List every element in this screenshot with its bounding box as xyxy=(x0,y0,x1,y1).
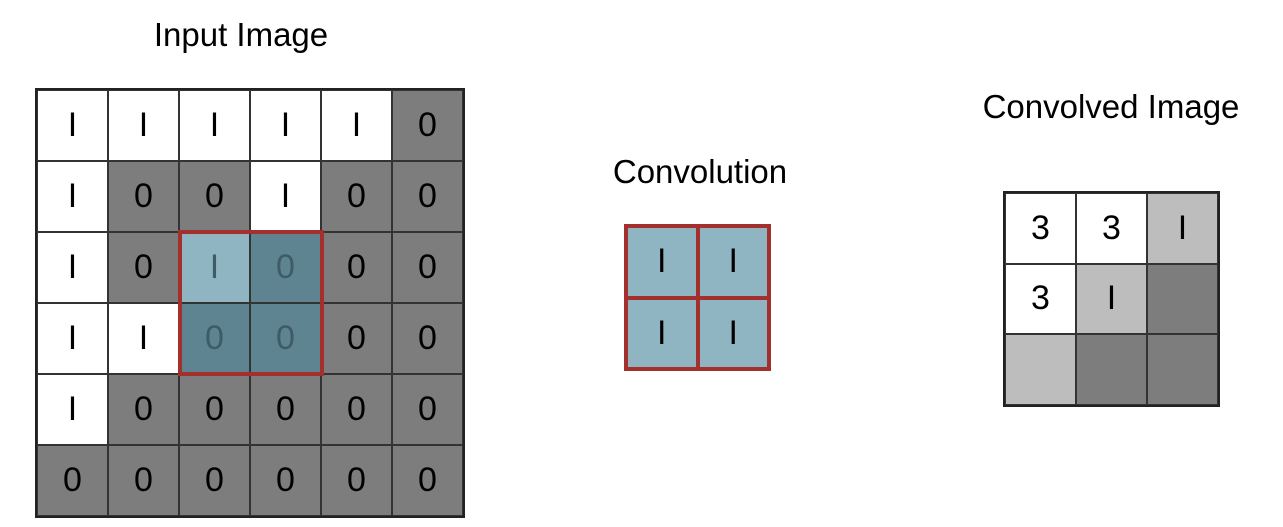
input-cell: 0 xyxy=(108,161,179,232)
input-cell: I xyxy=(250,161,321,232)
input-cell: I xyxy=(37,232,108,303)
input-cell: I xyxy=(37,303,108,374)
convolution-title: Convolution xyxy=(612,153,788,190)
output-cell: I xyxy=(1147,193,1218,264)
input-cell: 0 xyxy=(37,445,108,516)
input-cell: 0 xyxy=(392,161,463,232)
input-cell: I xyxy=(108,303,179,374)
output-cell: 3 xyxy=(1005,263,1076,335)
kernel-cell: I xyxy=(699,228,767,296)
input-cell: 0 xyxy=(179,161,250,232)
input-cell: 0 xyxy=(179,303,250,374)
input-cell: I xyxy=(179,232,250,303)
input-cell: I xyxy=(108,90,179,161)
input-cell: 0 xyxy=(250,445,321,516)
input-cell: I xyxy=(37,374,108,445)
input-cell: 0 xyxy=(392,445,463,516)
input-cell: I xyxy=(37,90,108,161)
kernel-cell: I xyxy=(628,228,696,296)
input-cell: 0 xyxy=(321,303,392,374)
input-cell: I xyxy=(321,90,392,161)
input-image-title: Input Image xyxy=(153,16,329,53)
output-cell xyxy=(1005,334,1076,405)
output-cell: 3 xyxy=(1076,193,1147,264)
input-cell: 0 xyxy=(108,232,179,303)
input-cell: 0 xyxy=(392,374,463,445)
input-cell: 0 xyxy=(321,161,392,232)
input-cell: 0 xyxy=(321,232,392,303)
input-cell: I xyxy=(179,90,250,161)
output-cell xyxy=(1147,334,1218,405)
output-cell: I xyxy=(1076,263,1147,335)
input-cell: 0 xyxy=(250,374,321,445)
convolved-image-title: Convolved Image xyxy=(982,88,1240,125)
input-cell: 0 xyxy=(392,232,463,303)
input-cell: 0 xyxy=(321,445,392,516)
input-cell: 0 xyxy=(250,232,321,303)
input-cell: 0 xyxy=(108,445,179,516)
input-cell: 0 xyxy=(108,374,179,445)
output-cell xyxy=(1147,263,1218,335)
input-cell: 0 xyxy=(179,445,250,516)
input-cell: 0 xyxy=(392,90,463,161)
input-cell: 0 xyxy=(250,303,321,374)
input-cell: I xyxy=(250,90,321,161)
input-cell: 0 xyxy=(179,374,250,445)
input-cell: 0 xyxy=(392,303,463,374)
kernel-cell: I xyxy=(699,299,767,367)
output-cell xyxy=(1076,334,1147,405)
input-cell: 0 xyxy=(321,374,392,445)
input-cell: I xyxy=(37,161,108,232)
output-cell: 3 xyxy=(1005,193,1076,264)
kernel-cell: I xyxy=(628,299,696,367)
